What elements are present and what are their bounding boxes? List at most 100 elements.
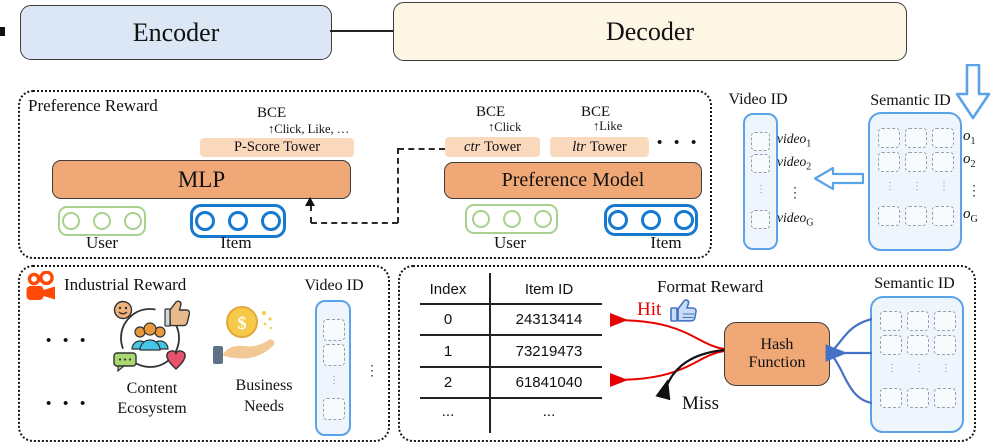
bce-label-ctr: BCE (476, 104, 506, 120)
video-id-top-title: Video ID (728, 91, 788, 108)
industrial-dots-bottom: • • • (46, 396, 90, 412)
format-reward-title: Format Reward (657, 277, 764, 296)
table-cell: 1 (443, 343, 453, 360)
o-label-sub: 2 (970, 159, 976, 170)
o-label-sub: G (970, 214, 978, 225)
codebook-cell (934, 388, 956, 408)
o-label-1: o1 (963, 128, 976, 147)
embedding-circle (533, 210, 552, 228)
dashed-arrow-shaft (310, 205, 312, 223)
o-label-G: oG (963, 206, 978, 225)
embedding-circle (93, 212, 111, 230)
item-label-right: Item (650, 233, 682, 252)
o-label-base: o (963, 128, 971, 144)
industrial-reward-panel: Industrial Reward • • • • • • Content Ec… (18, 265, 390, 442)
embedding-circle (195, 211, 215, 231)
codebook-cell (323, 319, 345, 341)
codebook-cell (932, 128, 954, 148)
business-needs-label-line2: Needs (244, 398, 284, 415)
ellipsis-vertical: ⋮ (885, 181, 895, 192)
ltr-tower-italic: ltr (572, 138, 586, 155)
business-needs-label-line1: Business (235, 377, 293, 394)
ellipsis-vertical: ⋮ (941, 363, 951, 374)
hash-function-label-line2: Function (748, 354, 806, 371)
format-reward-panel: Index Item ID 0 24313414 1 73219473 2 61… (398, 265, 976, 442)
content-ecosystem-label-line2: Ecosystem (117, 400, 187, 417)
ltr-tower-label: Tower (589, 138, 627, 155)
video-label-sub: 2 (806, 161, 812, 173)
industrial-video-id-title: Video ID (304, 277, 364, 294)
embedding-circle (124, 212, 142, 230)
user-label-right: User (493, 233, 527, 252)
industrial-video-id-column: ⋮ (315, 300, 351, 436)
codebook-cell (932, 206, 954, 226)
hash-function-label-line1: Hash (760, 335, 794, 353)
codebook-cell (907, 335, 929, 355)
video-label-base: video (777, 131, 807, 146)
video-label-base: video (777, 154, 807, 169)
video-label-sub: 1 (806, 138, 812, 150)
dashed-segment-vertical (397, 148, 399, 223)
embedding-circle (608, 210, 628, 230)
decoder-label: Decoder (605, 16, 695, 46)
video-labels-ellipsis: ⋮ (788, 186, 802, 201)
semantic-id-top-title: Semantic ID (870, 92, 951, 109)
ctr-tower-box: ctr Tower (445, 137, 540, 157)
table-cell: 0 (443, 311, 453, 328)
table-cell: 2 (443, 374, 453, 391)
thumbs-up-icon (670, 299, 697, 322)
codebook-cell (751, 210, 770, 229)
video-label-base: video (777, 210, 807, 225)
item-label-left: Item (220, 233, 252, 252)
table-line (420, 366, 602, 368)
codebook-cell (905, 206, 927, 226)
semantic-id-bottom-title: Semantic ID (874, 275, 955, 292)
bce-signals-pscore: ↑Click, Like, … (268, 122, 350, 136)
codebook-cell (878, 206, 900, 226)
ctr-tower-label: Tower (484, 138, 521, 155)
mlp-box: MLP (52, 160, 351, 199)
table-cell: 73219473 (515, 343, 583, 360)
table-cell: 61841040 (515, 374, 583, 391)
item-embedding-right (604, 204, 698, 236)
table-cell: ... (441, 403, 455, 420)
user-embedding-left (58, 206, 146, 236)
table-line (420, 397, 602, 399)
ltr-tower-box: ltr Tower (550, 137, 649, 157)
ellipsis-vertical: ⋮ (887, 363, 897, 374)
kuaishou-logo (26, 271, 55, 300)
o-label-sub: 1 (970, 136, 976, 147)
table-line (420, 334, 602, 336)
embedding-circle (228, 211, 248, 231)
user-embedding-right (465, 204, 558, 234)
video-label-sub: G (806, 217, 814, 229)
encoder-decoder-connector (330, 30, 393, 32)
codebook-cell (932, 152, 954, 172)
codebook-cell (907, 388, 929, 408)
edge-artifact (0, 27, 5, 36)
preference-reward-panel: Preference Reward BCE ↑Click, Like, … P-… (18, 90, 712, 259)
encoder-block: Encoder (20, 5, 332, 60)
video-label-1: video1 (777, 131, 811, 150)
preference-model-label: Preference Model (501, 169, 645, 191)
pscore-tower-label: P-Score Tower (233, 139, 321, 155)
item-embedding-left (190, 204, 286, 238)
mlp-label: MLP (177, 166, 226, 192)
table-header-index: Index (429, 281, 467, 298)
semantic-id-top-box: ⋮ ⋮ ⋮ (868, 112, 962, 251)
embedding-circle (641, 210, 661, 230)
dashed-arrowhead (305, 197, 315, 206)
semantic-to-hash-arrows (825, 317, 873, 405)
o-label-base: o (963, 206, 971, 222)
codebook-cell (751, 154, 770, 173)
bce-label-pscore: BCE (257, 105, 287, 121)
bce-signal-click: ↑Click (488, 120, 522, 134)
semantic-id-bottom-box: ⋮ ⋮ ⋮ (870, 296, 964, 433)
bce-label-ltr: BCE (581, 104, 611, 120)
hit-label: Hit (637, 299, 662, 320)
preference-model-box: Preference Model (444, 162, 702, 199)
hash-output-arrows (609, 312, 725, 401)
table-line (420, 303, 602, 305)
table-cell: ... (542, 403, 556, 420)
